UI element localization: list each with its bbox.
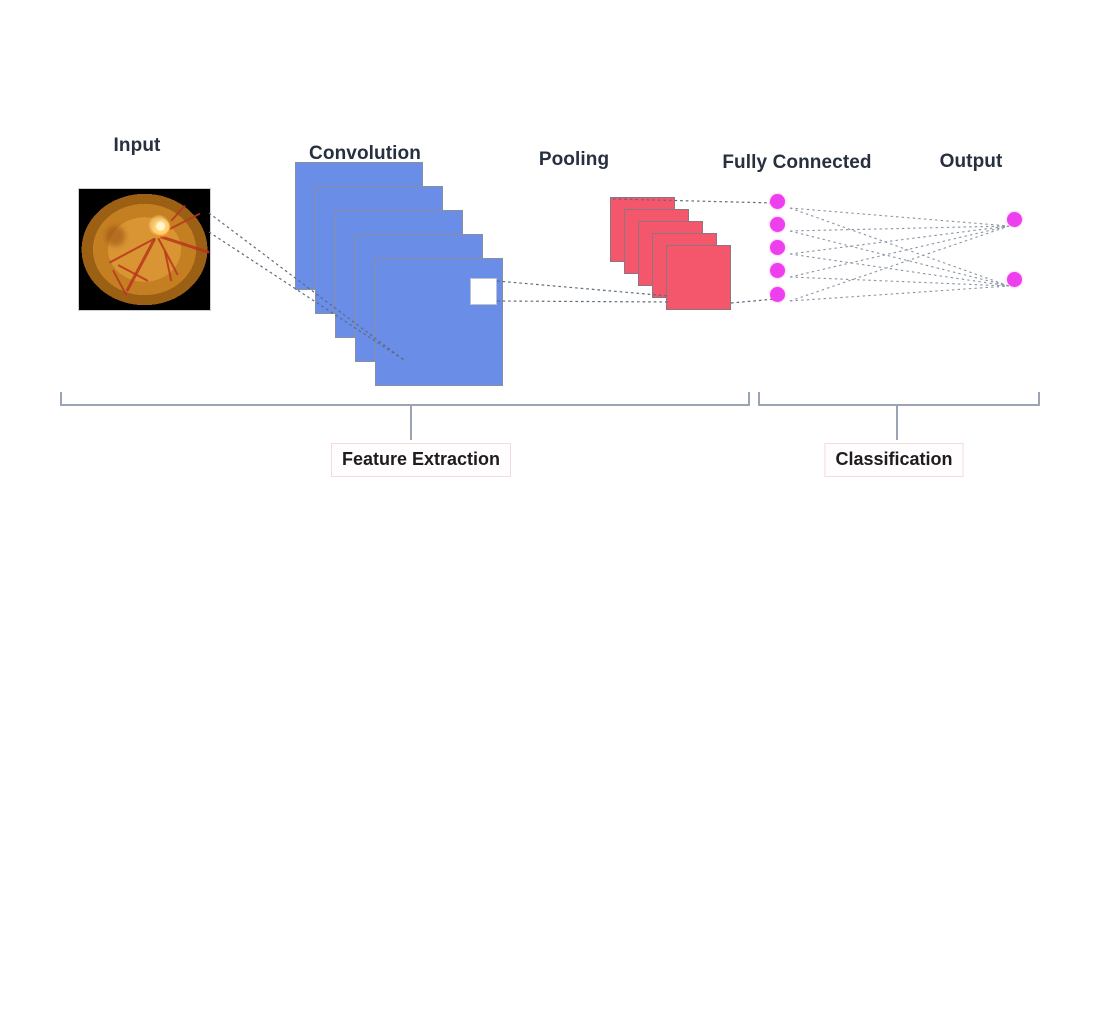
fundus-macula [105,225,127,248]
stage-label-pooling: Pooling [538,149,610,170]
output-node [1007,212,1022,227]
section-label-feature-extraction: Feature Extraction [330,443,512,477]
fundus-vessel [112,269,128,296]
fundus-retina [79,189,210,310]
input-fundus-image [78,188,211,311]
link-fc-to-output [789,230,1010,287]
bracket-tick-feature-extraction [410,406,412,440]
bracket-classification [758,392,1040,406]
link-fc-to-output [789,285,1010,302]
fc-node [770,217,785,232]
fc-node [770,287,785,302]
link-fc-to-output [789,225,1010,278]
fundus-optic-disc [153,218,171,237]
stage-label-output: Output [939,151,1003,172]
link-fc-to-output [789,225,1010,302]
link-fc-to-output [789,207,1010,227]
link-fc-to-output [789,225,1010,255]
stage-label-input: Input [113,135,161,156]
link-fc-to-output [789,253,1010,287]
fundus-vessel [170,205,186,222]
link-conv-to-pool [496,300,670,303]
link-fc-to-output [789,225,1010,232]
link-fc-to-output [789,207,1010,287]
section-label-classification: Classification [824,443,964,477]
link-fc-to-output [789,276,1010,287]
output-node [1007,272,1022,287]
fc-node [770,240,785,255]
fundus-vessel [159,235,210,254]
bracket-tick-classification [896,406,898,440]
conv-feature-map-front [375,258,503,386]
receptive-field-window [470,278,497,305]
stage-label-fully-connected: Fully Connected [722,152,872,173]
pool-feature-map-front [666,245,731,310]
stage-label-convolution: Convolution [309,143,421,164]
link-pool-to-fc [730,298,776,304]
fc-node [770,263,785,278]
bracket-feature-extraction [60,392,750,406]
fc-node [770,194,785,209]
